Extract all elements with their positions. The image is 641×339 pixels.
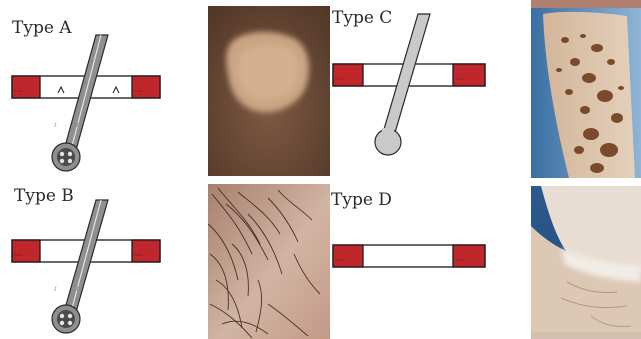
- svg-text:ᵔᵔᵔ: ᵔᵔᵔ: [456, 258, 465, 266]
- svg-text:ᵔᵔᵔ: ᵔᵔᵔ: [14, 253, 23, 261]
- type-a-diagram: ᵔᵔᵔ ᵔᵔᵔ ᵔᵔ ᵔᵔ: [0, 0, 170, 180]
- svg-text:ᵔᵔᵔ: ᵔᵔᵔ: [335, 258, 344, 266]
- photo-type-a: [208, 6, 330, 176]
- svg-text:ᵔᵔᵔ: ᵔᵔᵔ: [134, 253, 143, 261]
- photo-type-c: [531, 0, 641, 178]
- svg-text:ᵔᵔ: ᵔᵔ: [53, 121, 61, 128]
- photo-type-b: [208, 184, 330, 339]
- photo-type-d: [531, 186, 641, 339]
- type-d-diagram: ᵔᵔᵔ ᵔᵔᵔ: [330, 230, 490, 280]
- type-c-diagram: ᵔᵔᵔ ᵔᵔᵔ: [330, 0, 490, 175]
- type-d-label: Type D: [331, 190, 392, 210]
- svg-text:ᵔᵔᵔ: ᵔᵔᵔ: [134, 89, 143, 97]
- svg-text:ᵔᵔ: ᵔᵔ: [53, 285, 61, 292]
- type-b-diagram: ᵔᵔᵔ ᵔᵔᵔ ᵔᵔ ᵔᵔ: [0, 182, 170, 339]
- svg-text:ᵔᵔᵔ: ᵔᵔᵔ: [14, 89, 23, 97]
- svg-text:ᵔᵔᵔ: ᵔᵔᵔ: [456, 77, 465, 85]
- svg-text:ᵔᵔᵔ: ᵔᵔᵔ: [335, 77, 344, 85]
